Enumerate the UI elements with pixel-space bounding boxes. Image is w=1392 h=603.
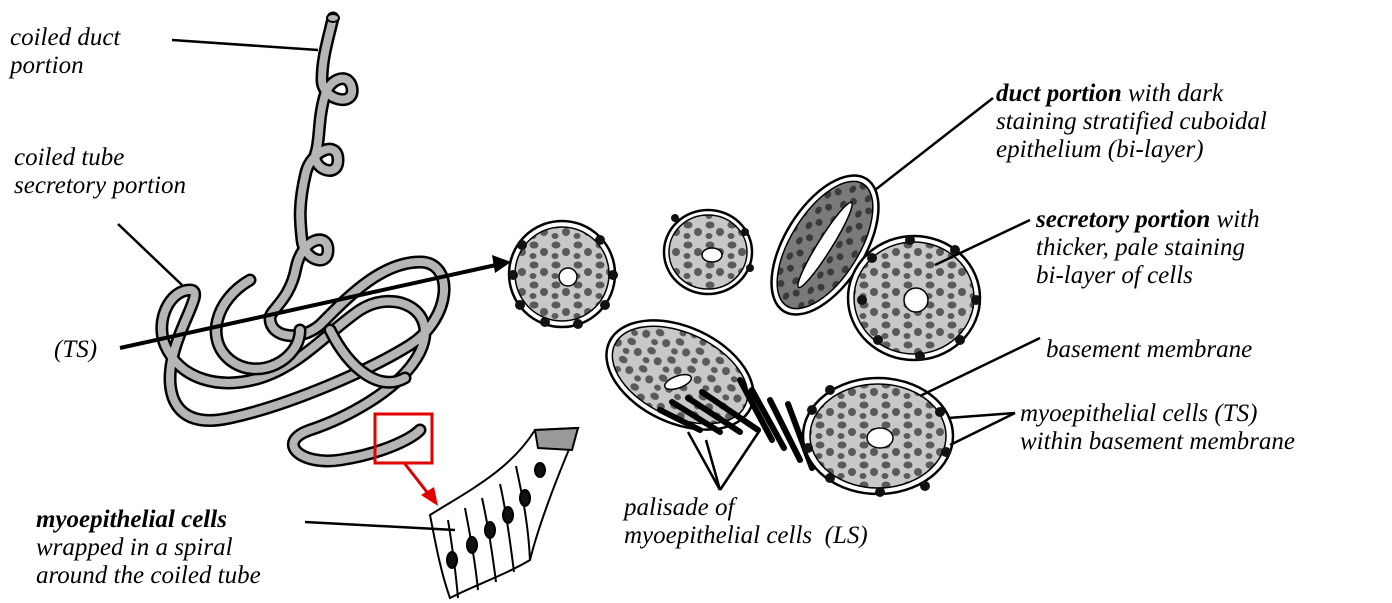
label-line: wrapped in a spiral [36, 534, 261, 562]
label-coiled-tube: coiled tube secretory portion [14, 144, 186, 200]
label-ts: (TS) [54, 336, 97, 364]
coiled-tube [162, 14, 444, 461]
palisade-section [589, 299, 812, 468]
label-line: secretory portion [14, 172, 186, 200]
label-myoepithelial-spiral: myoepithelial cells wrapped in a spiral … [36, 506, 261, 590]
label-duct-portion: duct portion with dark staining stratifi… [996, 80, 1267, 164]
label-line: thicker, pale staining [1036, 234, 1260, 262]
label-rest: with dark [1122, 80, 1223, 107]
secretory-ts-2 [664, 210, 752, 294]
label-line: myoepithelial cells (LS) [624, 522, 868, 550]
label-line: coiled duct [10, 24, 120, 52]
label-rest: with [1210, 206, 1259, 233]
zoom-arrow-icon [405, 464, 438, 506]
label-line: within basement membrane [1020, 428, 1295, 456]
label-bold: secretory portion [1036, 206, 1210, 233]
label-myoepithelial-ts: myoepithelial cells (TS) within basement… [1020, 400, 1295, 456]
label-line: around the coiled tube [36, 562, 261, 590]
label-line: coiled tube [14, 144, 186, 172]
label-line: palisade of [624, 494, 868, 522]
spiral-segment [430, 428, 578, 598]
label-palisade: palisade of myoepithelial cells (LS) [624, 494, 868, 550]
label-line: portion [10, 52, 120, 80]
label-bold: duct portion [996, 80, 1122, 107]
label-bold: myoepithelial cells [36, 506, 227, 533]
label-line: bi-layer of cells [1036, 262, 1260, 290]
label-secretory-portion: secretory portion with thicker, pale sta… [1036, 206, 1260, 290]
label-line: staining stratified cuboidal [996, 108, 1267, 136]
label-basement-membrane: basement membrane [1046, 336, 1252, 364]
label-line: epithelium (bi-layer) [996, 136, 1267, 164]
label-line: myoepithelial cells (TS) [1020, 400, 1295, 428]
label-coiled-duct: coiled duct portion [10, 24, 120, 80]
